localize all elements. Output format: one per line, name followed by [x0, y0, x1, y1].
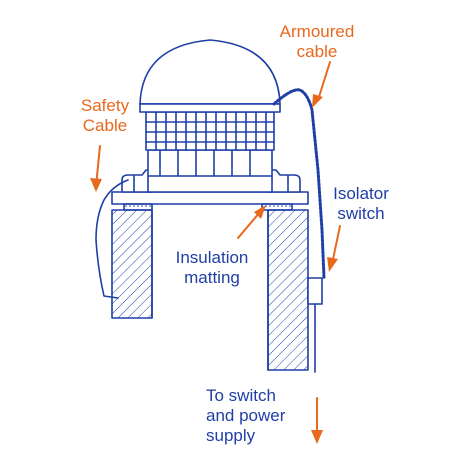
fan-dome — [139, 39, 281, 105]
arrow-isolator-switch — [331, 225, 341, 265]
fan-grille — [145, 111, 275, 151]
insulation-matting-right — [261, 203, 293, 211]
label-safety-cable-line-1: Safety — [80, 96, 130, 115]
label-armoured-cable-line-1: Armoured — [279, 22, 355, 41]
label-insulation-matting: Insulation matting — [166, 248, 258, 288]
label-isolator-switch-line-2: switch — [337, 204, 385, 223]
arrowhead-insulation-matting — [254, 205, 266, 219]
label-to-switch-line-3: supply — [206, 426, 256, 445]
arrowhead-to-switch — [311, 430, 323, 444]
label-armoured-cable-line-2: cable — [296, 42, 338, 61]
arrowhead-safety-cable — [90, 178, 102, 192]
chimney-wall-left — [111, 209, 153, 319]
fan-housing-lower — [147, 149, 273, 193]
arrowhead-isolator-switch — [327, 257, 338, 272]
label-isolator-switch: Isolator switch — [326, 184, 396, 224]
chimney-wall-right — [267, 209, 309, 371]
fan-foot-right — [267, 169, 301, 193]
arrow-insulation-matting — [237, 211, 261, 239]
arrow-armoured-cable — [317, 61, 331, 101]
safety-cable — [95, 179, 129, 299]
armoured-cable — [272, 88, 326, 280]
insulation-matting-left — [123, 203, 153, 211]
label-isolator-switch-line-1: Isolator — [333, 184, 389, 203]
label-to-switch: To switch and power supply — [206, 386, 306, 446]
label-to-switch-line-2: and power — [206, 406, 286, 425]
label-armoured-cable: Armoured cable — [266, 22, 368, 62]
label-safety-cable-line-2: Cable — [82, 116, 128, 135]
arrowhead-armoured-cable — [312, 94, 323, 108]
label-safety-cable: Safety Cable — [74, 96, 136, 136]
label-to-switch-line-1: To switch — [206, 386, 276, 405]
label-insulation-matting-line-1: Insulation — [175, 248, 249, 267]
label-insulation-matting-line-2: matting — [184, 268, 240, 287]
